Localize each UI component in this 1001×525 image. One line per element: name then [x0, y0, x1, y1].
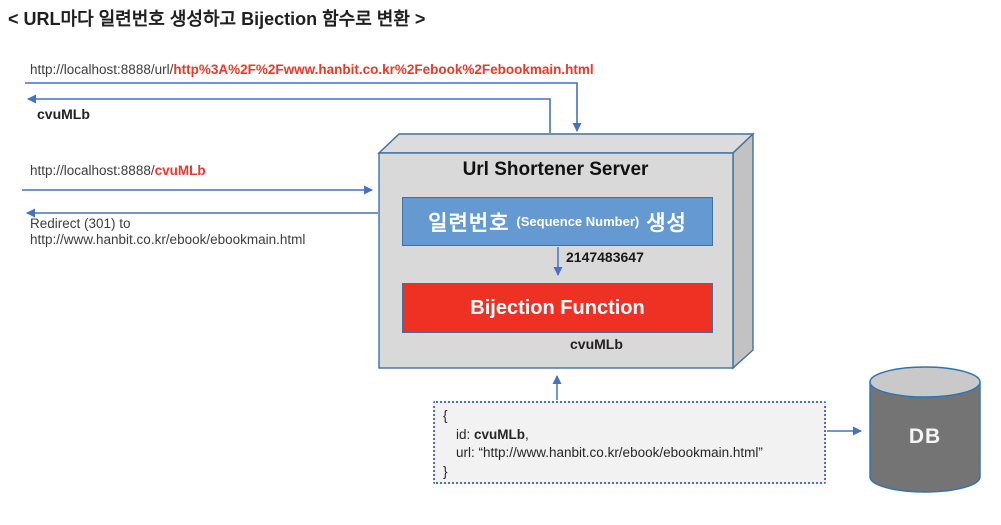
sequence-value: 2147483647: [566, 249, 644, 265]
request-long-url-text: http://localhost:8888/url/http%3A%2F%2Fw…: [30, 62, 594, 77]
db-cylinder-top: [869, 366, 981, 398]
record-id-comma: ,: [525, 426, 529, 442]
server-title: Url Shortener Server: [462, 159, 649, 180]
db-label: DB: [908, 425, 942, 448]
sequence-box-en: (Sequence Number): [516, 214, 640, 229]
bijection-output-label: cvuMLb: [570, 336, 623, 352]
server-box-front-face: [378, 152, 734, 369]
response-short-code-label: cvuMLb: [37, 106, 90, 122]
sequence-number-box: 일련번호 (Sequence Number) 생성: [402, 197, 713, 246]
record-json-box: { id: cvuMLb, url: “http://www.hanbit.co…: [433, 401, 826, 484]
record-id-key: id:: [456, 426, 475, 442]
record-url-line: url: “http://www.hanbit.co.kr/ebook/eboo…: [456, 445, 763, 460]
request-long-url-prefix: http://localhost:8888/url/: [30, 62, 174, 77]
db-cylinder-body: [869, 381, 981, 493]
request-short-url-text: http://localhost:8888/cvuMLb: [30, 163, 206, 178]
request-short-url-code: cvuMLb: [154, 163, 206, 178]
record-id-value: cvuMLb: [474, 426, 526, 442]
bijection-function-box: Bijection Function: [402, 283, 713, 333]
request-long-url-encoded: http%3A%2F%2Fwww.hanbit.co.kr%2Febook%2F…: [173, 62, 594, 77]
record-close-brace: }: [443, 463, 448, 479]
request-short-url-prefix: http://localhost:8888/: [30, 163, 155, 178]
server-box-top-face: [377, 133, 755, 154]
arrow-response-short-code: [27, 94, 551, 133]
redirect-line-2: http://www.hanbit.co.kr/ebook/ebookmain.…: [30, 231, 306, 247]
page-title: < URL마다 일련번호 생성하고 Bijection 함수로 변환 >: [8, 9, 426, 29]
record-id-line: id: cvuMLb,: [443, 426, 816, 445]
sequence-box-kr-right: 생성: [646, 211, 687, 235]
arrow-request-long-url: [25, 82, 582, 132]
redirect-line-1: Redirect (301) to: [30, 216, 131, 231]
record-open-brace: {: [443, 408, 448, 423]
sequence-box-kr-left: 일련번호: [428, 211, 510, 235]
server-box-right-face: [732, 132, 754, 370]
response-redirect-text: Redirect (301) to http://www.hanbit.co.k…: [30, 216, 305, 247]
